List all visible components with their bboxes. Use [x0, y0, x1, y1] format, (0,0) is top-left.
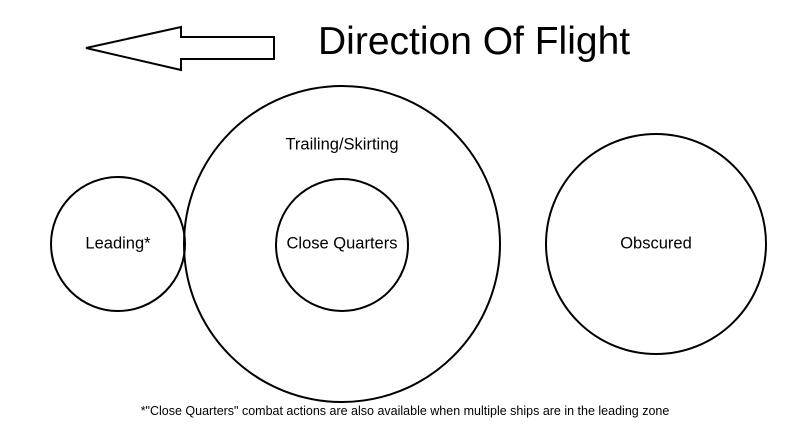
footnote: *"Close Quarters" combat actions are als… — [140, 404, 670, 418]
diagram-title: Direction Of Flight — [318, 20, 631, 63]
direction-arrow — [85, 25, 275, 72]
close-quarters-circle — [275, 178, 409, 312]
close-quarters-label: Close Quarters — [286, 234, 398, 253]
trailing-label: Trailing/Skirting — [285, 135, 399, 154]
obscured-label: Obscured — [620, 234, 692, 253]
trailing-zone-circle — [183, 85, 501, 403]
obscured-zone-circle — [545, 133, 767, 355]
leading-label: Leading* — [85, 234, 151, 253]
